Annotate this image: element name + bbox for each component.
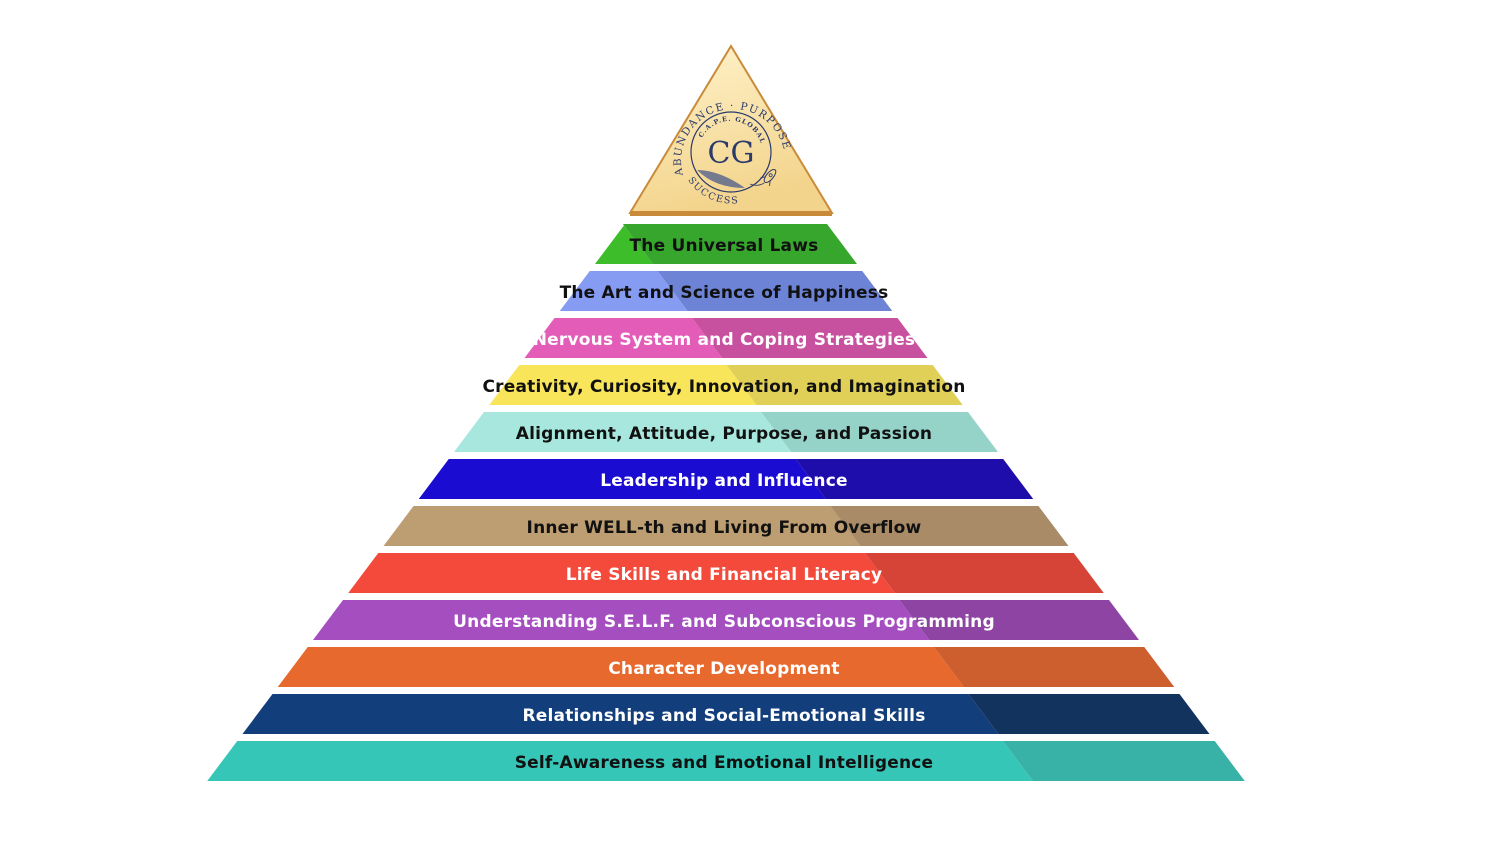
level-band-dark	[657, 271, 893, 311]
level-band-dark	[968, 694, 1210, 734]
level-label: Leadership and Influence	[600, 471, 848, 491]
capstone-triangle	[628, 44, 834, 214]
pyramid-level-6: Leadership and Influence	[418, 459, 1034, 499]
level-band-light	[595, 224, 653, 264]
level-band-light	[313, 600, 930, 640]
level-band-dark	[933, 647, 1175, 687]
rocket-icon	[749, 168, 777, 187]
pyramid-level-1: The Universal Laws	[595, 224, 857, 264]
level-label: The Universal Laws	[630, 236, 819, 256]
level-band-dark	[1002, 741, 1245, 781]
level-label: Life Skills and Financial Literacy	[566, 565, 883, 585]
level-band-dark	[623, 224, 857, 264]
level-label: Self-Awareness and Emotional Intelligenc…	[515, 753, 934, 773]
level-label: Understanding S.E.L.F. and Subconscious …	[453, 612, 995, 632]
logo-ring	[690, 111, 772, 193]
level-label: Character Development	[608, 659, 840, 679]
pyramid-level-10: Character Development	[277, 647, 1175, 687]
capstone-base-edge	[630, 211, 832, 216]
level-label: Nervous System and Coping Strategies	[533, 330, 916, 350]
pyramid-level-2: The Art and Science of Happiness	[560, 271, 893, 311]
pyramid-level-4: Creativity, Curiosity, Innovation, and I…	[482, 365, 965, 405]
level-band-light	[454, 412, 792, 452]
level-band-dark	[761, 412, 998, 452]
level-band-light	[348, 553, 895, 593]
level-band-light	[383, 506, 861, 546]
pyramid-level-5: Alignment, Attitude, Purpose, and Passio…	[454, 412, 998, 452]
level-band-dark	[830, 506, 1069, 546]
level-band-light	[277, 647, 964, 687]
level-band-light	[489, 365, 757, 405]
level-band-dark	[726, 365, 963, 405]
pyramid-level-11: Relationships and Social-Emotional Skill…	[242, 694, 1210, 734]
level-label: Relationships and Social-Emotional Skill…	[522, 706, 925, 726]
level-band-light	[418, 459, 826, 499]
level-label: Creativity, Curiosity, Innovation, and I…	[482, 377, 965, 397]
level-label: The Art and Science of Happiness	[560, 283, 889, 303]
pyramid-level-9: Understanding S.E.L.F. and Subconscious …	[313, 600, 1139, 640]
level-band-dark	[692, 318, 928, 358]
level-band-light	[242, 694, 999, 734]
logo-monogram: CG	[708, 136, 755, 171]
level-band-light	[524, 318, 723, 358]
pyramid-level-12: Self-Awareness and Emotional Intelligenc…	[207, 741, 1245, 781]
wave-icon	[697, 170, 745, 188]
capstone-logo: ABUNDANCE · PURPOSE C.A.P.E. GLOBAL SUCC…	[628, 44, 834, 216]
level-label: Inner WELL-th and Living From Overflow	[527, 518, 922, 538]
level-label: Alignment, Attitude, Purpose, and Passio…	[516, 424, 932, 444]
pyramid-level-7: Inner WELL-th and Living From Overflow	[383, 506, 1069, 546]
pyramid-level-3: Nervous System and Coping Strategies	[524, 318, 928, 358]
level-band-dark	[795, 459, 1034, 499]
pyramid-level-8: Life Skills and Financial Literacy	[348, 553, 1104, 593]
level-band-light	[559, 271, 688, 311]
level-band-dark	[864, 553, 1104, 593]
level-band-light	[207, 741, 1033, 781]
level-band-dark	[899, 600, 1139, 640]
